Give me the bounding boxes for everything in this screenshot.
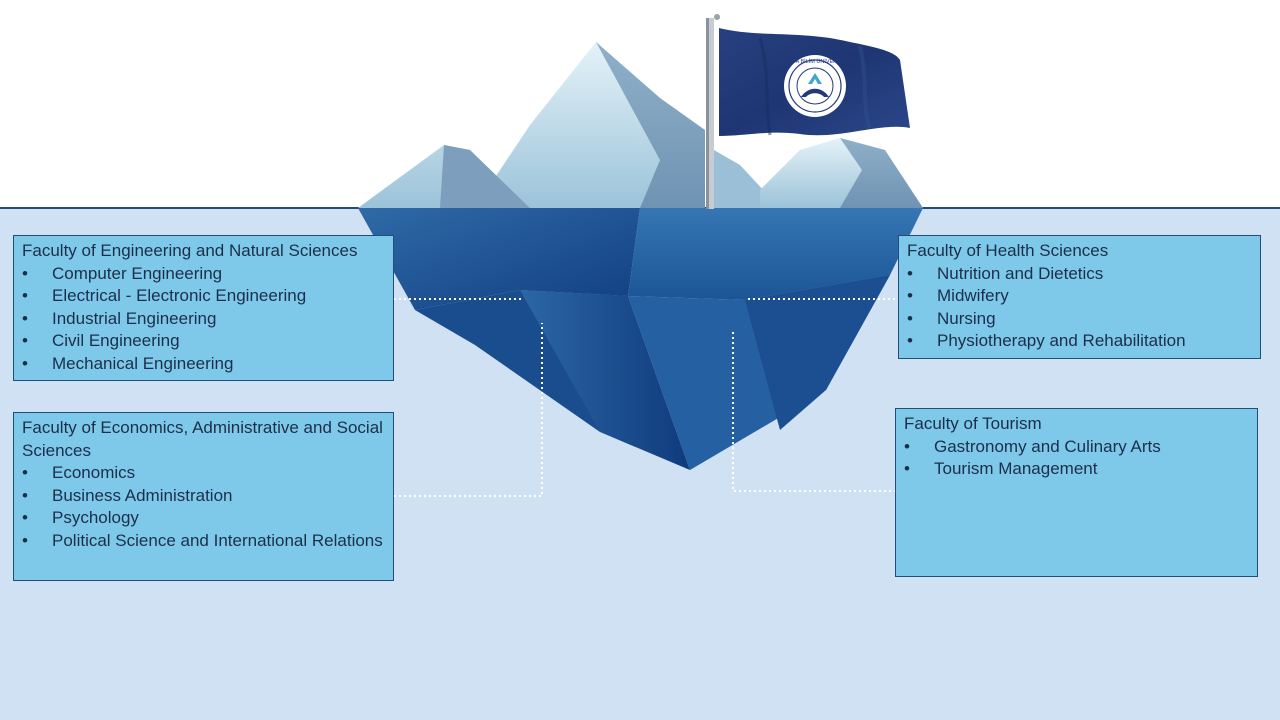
department-item: Mechanical Engineering [22,353,385,376]
department-item: Computer Engineering [22,263,385,286]
department-item: Nursing [907,308,1252,331]
department-list: Gastronomy and Culinary Arts Tourism Man… [904,436,1249,481]
department-item: Psychology [22,507,385,530]
faculty-title: Faculty of Economics, Administrative and… [22,418,383,460]
logo-text: ANTALYA BİLİM ÜNİVERSİTESİ [775,58,855,65]
department-item: Economics [22,462,385,485]
faculty-box-health-sciences: Faculty of Health Sciences Nutrition and… [898,235,1261,359]
faculty-title: Faculty of Health Sciences [907,241,1109,260]
iceberg-tip [358,42,923,208]
department-item: Gastronomy and Culinary Arts [904,436,1249,459]
university-logo: ANTALYA BİLİM ÜNİVERSİTESİ [775,55,855,117]
department-item: Industrial Engineering [22,308,385,331]
connector-tourism [732,332,895,492]
faculty-box-economics: Faculty of Economics, Administrative and… [13,412,394,581]
department-list: Computer Engineering Electrical - Electr… [22,263,385,376]
faculty-title: Faculty of Tourism [904,414,1042,433]
department-item: Nutrition and Dietetics [907,263,1252,286]
faculty-title: Faculty of Engineering and Natural Scien… [22,241,358,260]
faculty-box-engineering: Faculty of Engineering and Natural Scien… [13,235,394,381]
faculty-box-tourism: Faculty of Tourism Gastronomy and Culina… [895,408,1258,577]
department-list: Nutrition and Dietetics Midwifery Nursin… [907,263,1252,353]
department-item: Business Administration [22,485,385,508]
department-item: Civil Engineering [22,330,385,353]
department-item: Electrical - Electronic Engineering [22,285,385,308]
department-item: Midwifery [907,285,1252,308]
iceberg-underwater [358,208,923,470]
department-item: Tourism Management [904,458,1249,481]
department-item: Political Science and International Rela… [22,530,385,553]
connector-lines [394,298,898,497]
department-item: Physiotherapy and Rehabilitation [907,330,1252,353]
department-list: Economics Business Administration Psycho… [22,462,385,552]
flag: ANTALYA BİLİM ÜNİVERSİTESİ [706,14,910,209]
